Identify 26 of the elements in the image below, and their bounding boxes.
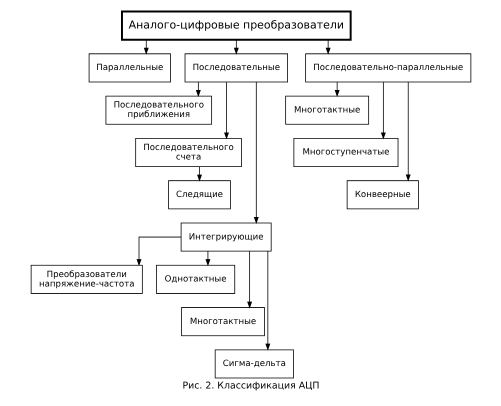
arrow bbox=[246, 251, 252, 309]
arrow bbox=[380, 82, 386, 140]
arrow bbox=[224, 82, 228, 140]
arrow bbox=[253, 82, 258, 224]
arrow bbox=[405, 82, 410, 182]
node-box: Многотактные bbox=[284, 96, 369, 125]
node-box: Аналого-цифровые преобразователи bbox=[120, 10, 352, 41]
node-box: Следящие bbox=[168, 180, 230, 210]
node-box: Последовательного приближения bbox=[105, 96, 212, 125]
arrow bbox=[204, 251, 210, 266]
arrow bbox=[264, 250, 270, 351]
node-box: Многотактные bbox=[180, 307, 264, 336]
node-box: Конвеерные bbox=[346, 180, 418, 210]
node-box: Преобразователи напряжение-частота bbox=[30, 264, 142, 294]
arrow bbox=[325, 40, 330, 55]
node-box: Последовательно-параллельные bbox=[304, 53, 471, 82]
node-box: Параллельные bbox=[88, 53, 170, 82]
node-box: Многоступенчатые bbox=[292, 138, 398, 167]
node-box: Интегрирующие bbox=[180, 222, 272, 252]
arrow bbox=[136, 236, 181, 266]
arrow bbox=[196, 166, 202, 182]
caption: Рис. 2. Классификация АЦП bbox=[182, 380, 319, 392]
node-box: Последовательного счета bbox=[134, 138, 242, 167]
node-box: Однотактные bbox=[156, 264, 235, 294]
node-box: Последовательные bbox=[184, 53, 288, 82]
node-box: Сигма-дельта bbox=[214, 349, 294, 378]
